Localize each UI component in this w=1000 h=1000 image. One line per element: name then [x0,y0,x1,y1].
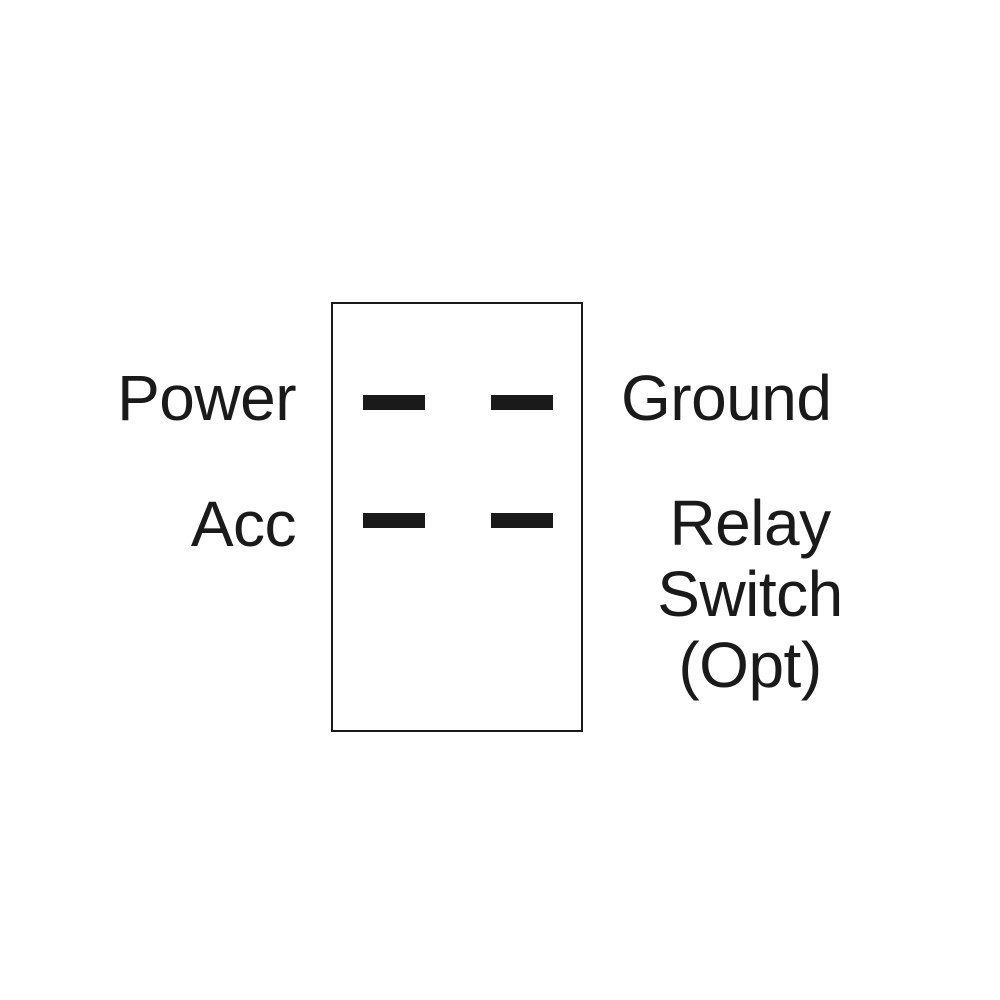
label-relay-switch-opt: Relay Switch (Opt) [615,487,885,709]
switch-body-outline [331,302,583,732]
label-power: Power [117,362,296,434]
terminal-ground [491,395,553,410]
terminal-relay-switch [491,513,553,528]
terminal-acc [363,513,425,528]
label-ground: Ground [621,362,832,434]
label-relay-line-2: Switch [657,558,843,630]
terminal-power [363,395,425,410]
label-relay-line-1: Relay [669,487,831,559]
label-acc: Acc [190,488,297,560]
label-relay-line-3: (Opt) [678,629,822,701]
